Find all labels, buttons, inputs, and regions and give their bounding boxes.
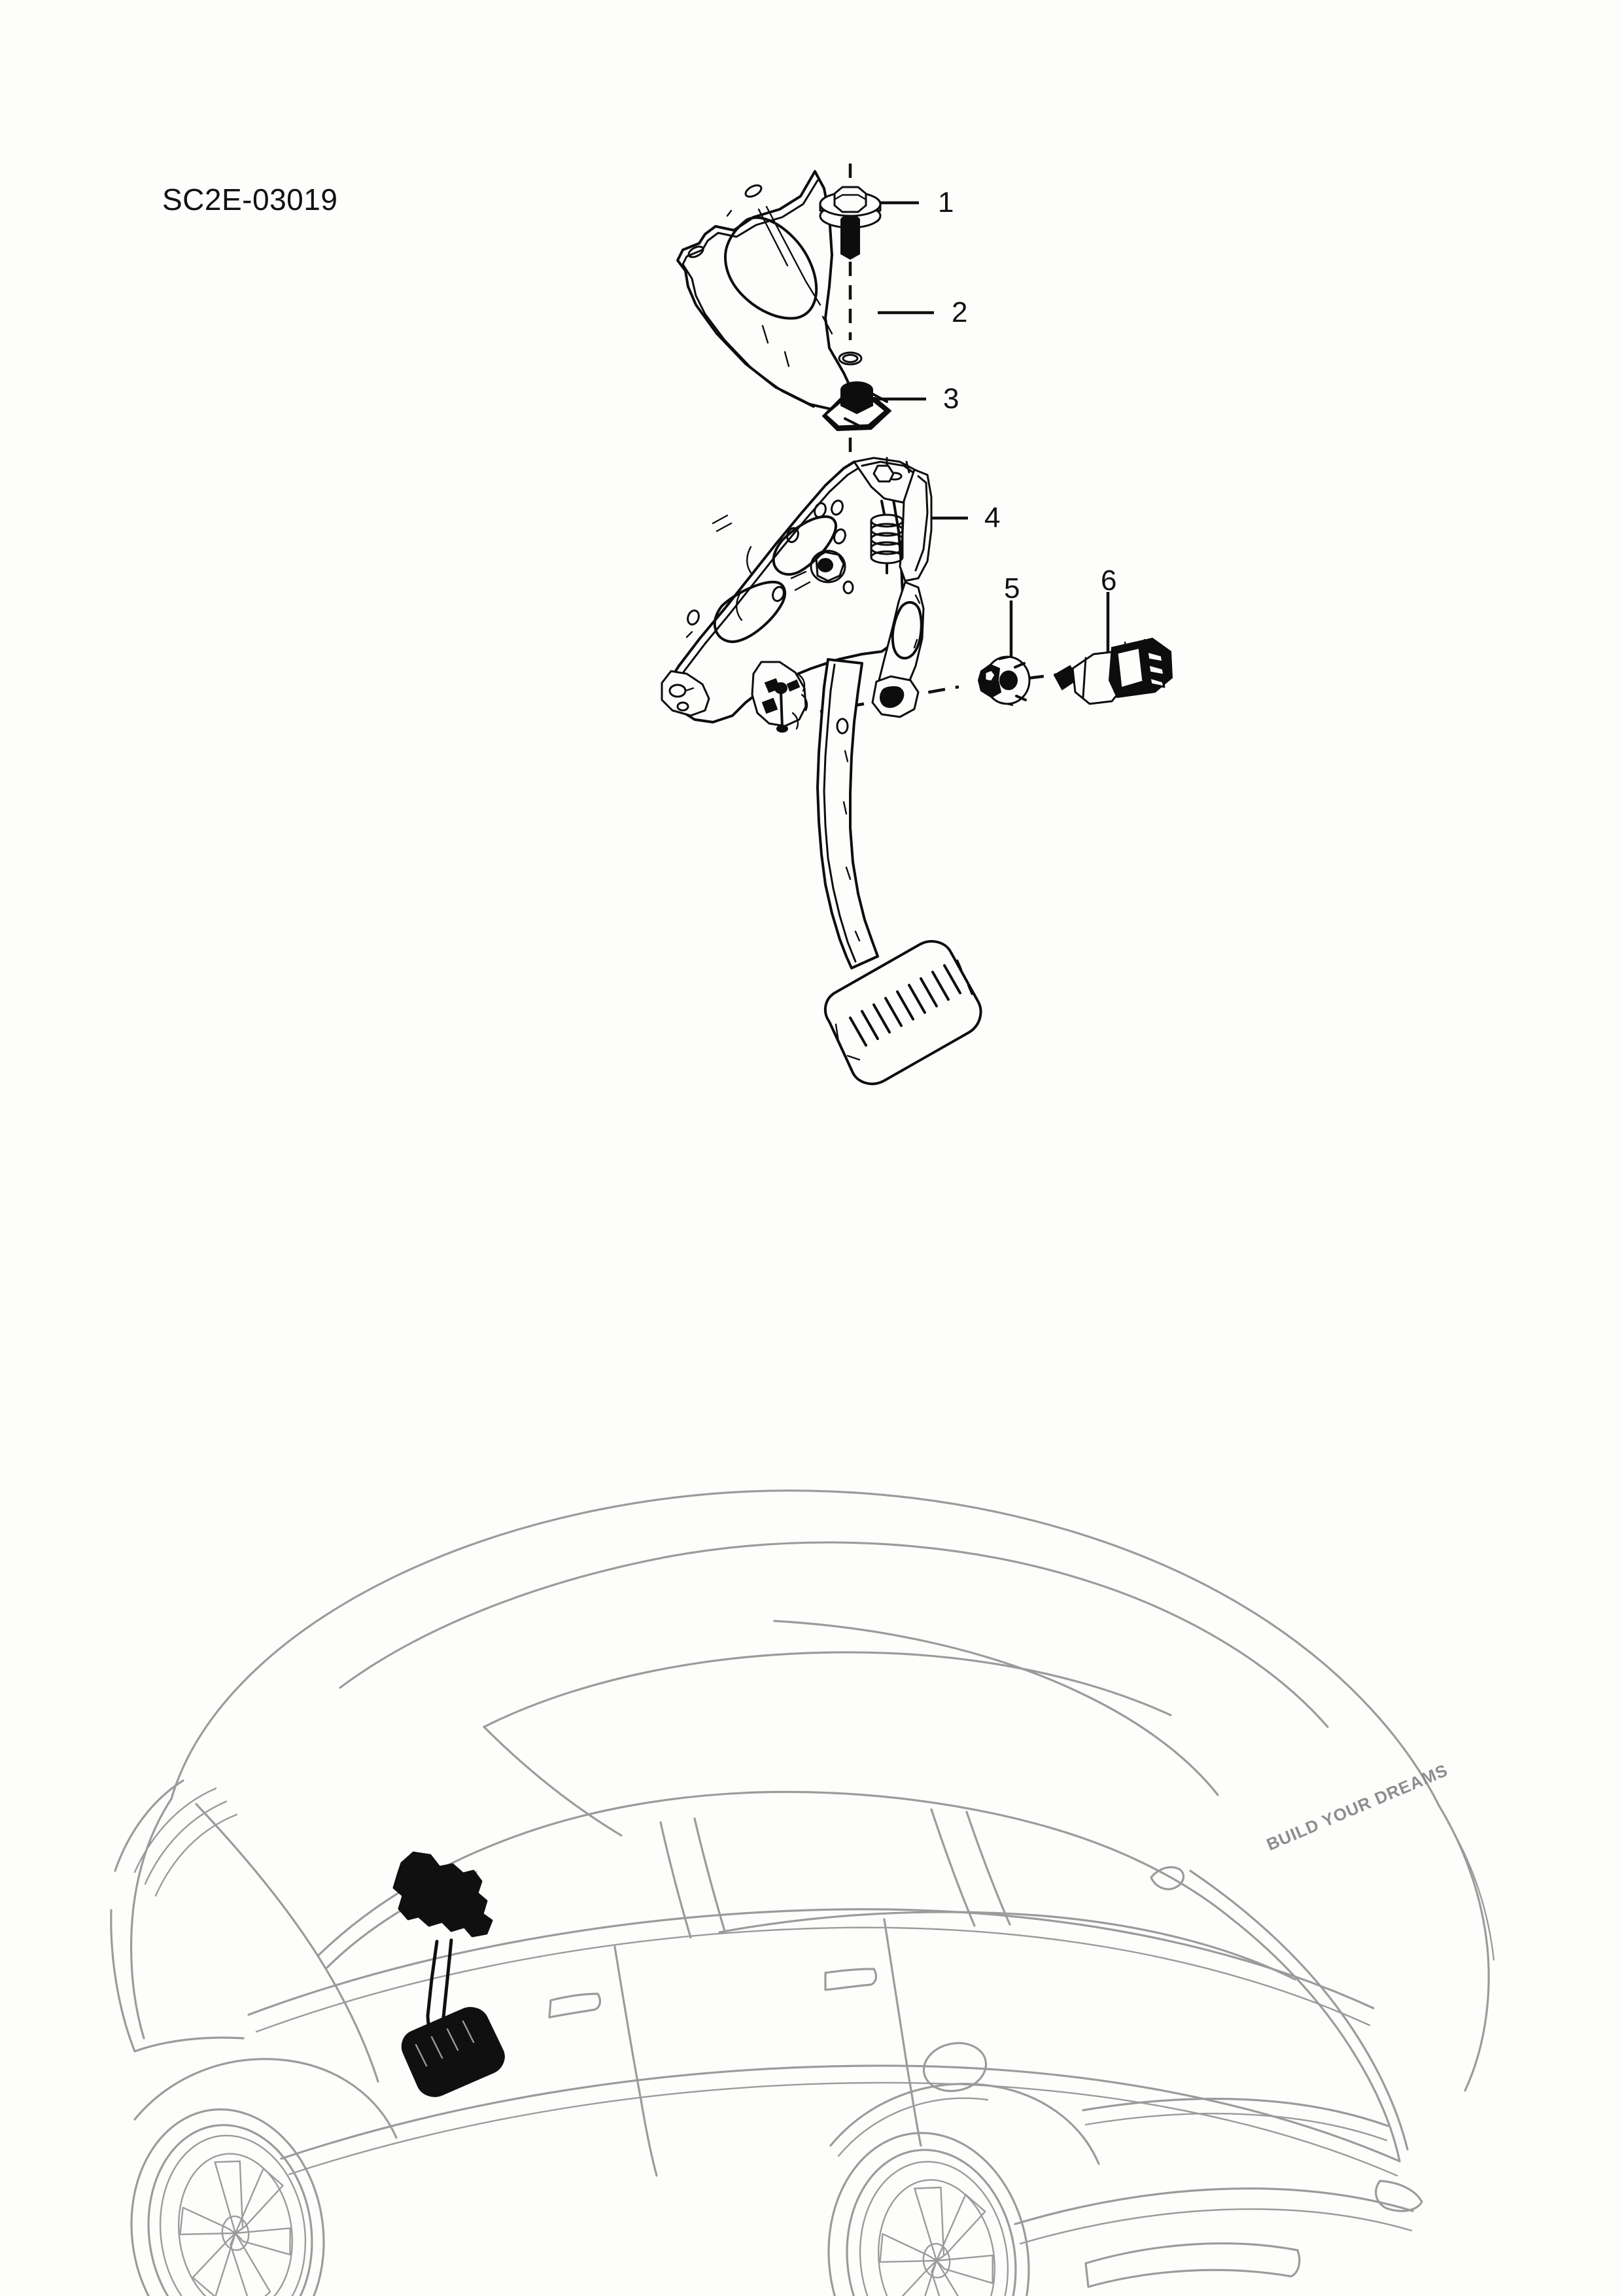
part-3-plate-weld-nut	[821, 381, 892, 432]
vehicle-locator-illustration	[110, 1489, 1495, 2296]
vehicle-body-outline	[110, 1489, 1495, 2288]
part-2-mounting-bracket	[676, 170, 863, 412]
pivot-bolt	[790, 549, 846, 591]
callout-number-4: 4	[984, 502, 1001, 534]
part-5-pedal-bushing	[977, 655, 1031, 706]
pedal-pad-ribs	[849, 964, 961, 1047]
rear-wheel	[827, 2083, 1100, 2296]
part-4-brake-pedal-assembly	[661, 457, 982, 1085]
callout-number-3: 3	[943, 383, 959, 415]
callout-number-6: 6	[1101, 565, 1117, 597]
part-6-brake-light-switch	[1053, 637, 1173, 705]
pedal-arm-upper	[751, 661, 808, 733]
part-1-flange-bolt	[819, 186, 882, 260]
exploded-assembly-illustration	[661, 164, 1173, 1085]
front-wheel	[130, 2058, 398, 2296]
pedal-assembly-location-marker	[392, 1851, 505, 2097]
brake-pedal-pad	[823, 940, 982, 1085]
callout-number-1: 1	[938, 186, 954, 218]
callout-number-5: 5	[1004, 572, 1020, 604]
return-spring	[870, 500, 904, 574]
page-title: SC2E-03019	[162, 183, 338, 217]
callout-number-2: 2	[952, 296, 968, 328]
